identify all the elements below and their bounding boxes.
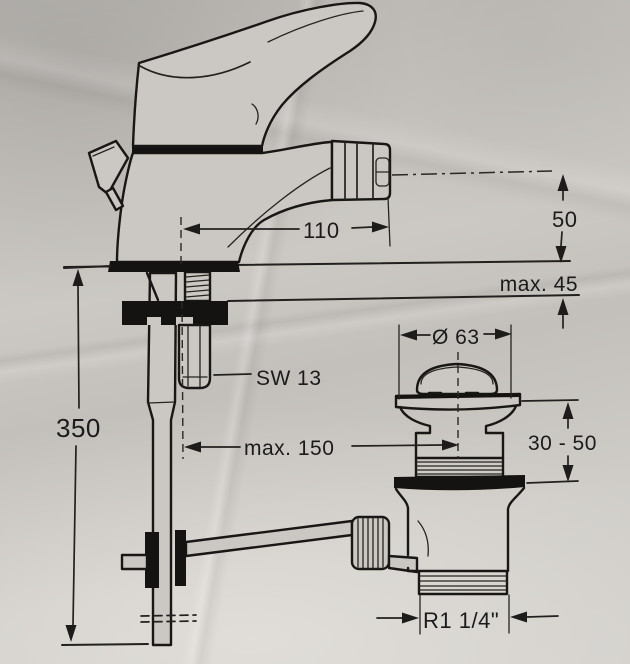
center-distance-label: max. 150 — [244, 437, 334, 460]
horizontal-rod — [184, 519, 354, 558]
wrench-size-label: SW 13 — [256, 367, 322, 390]
dimension-waste-diameter: Ø 63 — [398, 324, 512, 400]
waste-diameter-label: Ø 63 — [432, 326, 480, 349]
pop-up-rod-assembly — [120, 519, 354, 588]
threaded-stud — [183, 270, 212, 303]
drain-valve-drawing — [350, 362, 526, 596]
faucet-drawing — [87, 1, 392, 647]
dimension-outlet-thread: R1 1/4" — [376, 594, 559, 635]
pop-up-knob — [87, 139, 130, 212]
handle-seam — [132, 145, 263, 153]
mounting-nut — [177, 323, 212, 390]
rod-end-tab — [120, 553, 149, 571]
lever-handle — [131, 1, 377, 148]
spout-reach-label: 110 — [303, 218, 340, 243]
waste-lower-body — [394, 486, 526, 573]
pipe-break-marks — [140, 614, 197, 623]
centerlines — [180, 170, 553, 460]
outlet-thread-label: R1 1/4" — [423, 608, 499, 633]
faucet-body — [115, 140, 334, 264]
base-gasket — [108, 261, 240, 272]
waste-neck — [398, 404, 518, 460]
mounting-clamp — [122, 301, 228, 325]
threaded-collar — [414, 456, 505, 479]
seal-flange — [394, 475, 525, 491]
dimension-spout-reach: 110 — [183, 196, 391, 247]
dimension-deck-thickness: max. 45 — [500, 273, 578, 329]
outlet-thread — [417, 569, 509, 596]
spout-centerline — [391, 170, 553, 176]
knurled-knob — [350, 515, 419, 574]
basin-thickness-label: 30 - 50 — [528, 432, 597, 455]
spout-height-label: 50 — [552, 207, 577, 232]
inlet-pipe — [146, 271, 178, 647]
spout-accent-line — [227, 167, 331, 248]
spout-aerator — [330, 139, 392, 202]
dimension-basin-thickness: 30 - 50 — [521, 399, 597, 484]
dimension-center-distance: max. 150 — [184, 437, 459, 460]
dimension-wrench-size: SW 13 — [213, 367, 322, 390]
dimension-overall-height: 350 — [56, 265, 149, 646]
overall-height-label: 350 — [56, 413, 101, 443]
dimension-spout-height: 50 — [552, 174, 577, 263]
deck-thickness-label: max. 45 — [500, 273, 578, 296]
